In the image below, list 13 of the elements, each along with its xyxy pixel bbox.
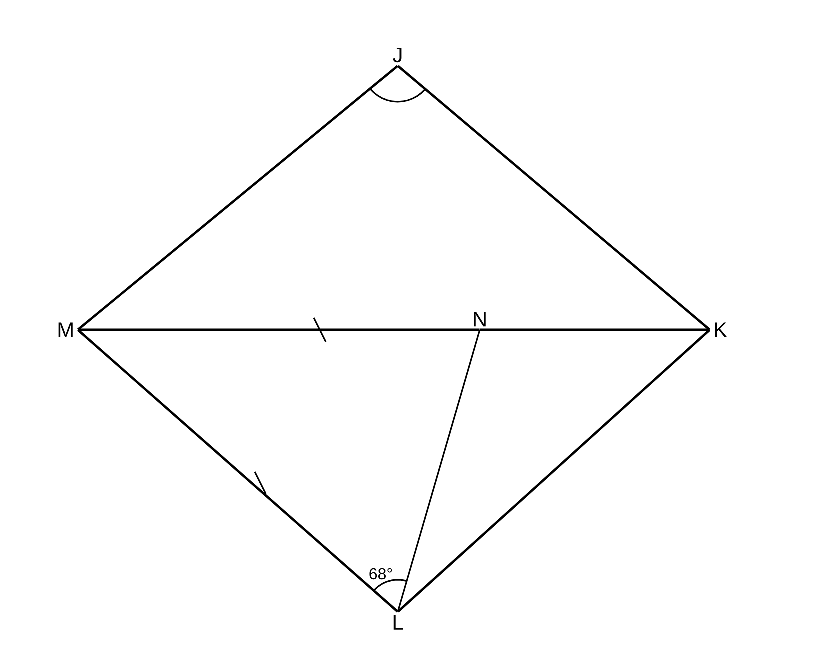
point-label: L: [394, 615, 404, 630]
line-segment: [77, 329, 399, 613]
line-segment: [77, 65, 399, 331]
line-segment: [78, 328, 480, 332]
angle-label: 68°: [370, 568, 392, 580]
line-segment: [397, 330, 481, 612]
point-label: J: [393, 48, 402, 63]
line-segment: [397, 329, 711, 613]
point-label: M: [58, 322, 73, 338]
line-segment: [480, 328, 710, 332]
point-label: N: [474, 312, 486, 327]
point-label: K: [715, 322, 728, 338]
line-segment: [397, 65, 711, 331]
